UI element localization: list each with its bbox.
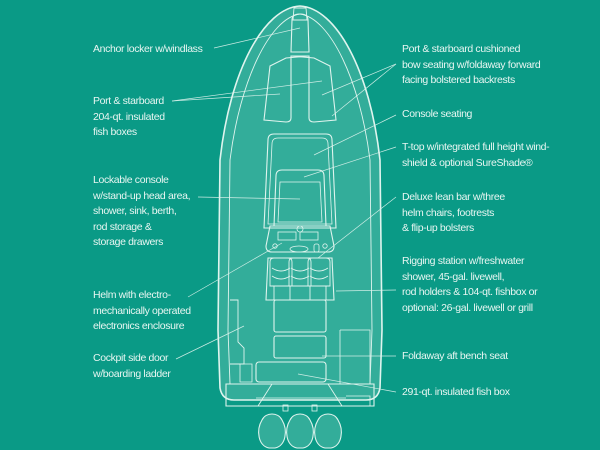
label-line: Anchor locker w/windlass [93, 43, 203, 55]
outboard-motor-icon [286, 413, 314, 449]
label-line: rod storage & [93, 220, 152, 233]
label-fish-boxes: Port & starboard 204-qt. insulated fish … [93, 94, 165, 141]
label-line: T-top w/integrated full height wind- [402, 141, 550, 153]
label-line: Helm with electro- [93, 289, 171, 301]
label-line: Deluxe lean bar w/three [402, 191, 505, 203]
label-rigging-station: Rigging station w/freshwater shower, 45-… [402, 254, 538, 316]
label-line: electronics enclosure [93, 320, 185, 332]
label-anchor-locker: Anchor locker w/windlass [93, 42, 203, 58]
label-line: storage drawers [93, 236, 164, 248]
label-line: mechanically operated [93, 304, 191, 317]
label-line: 291-qt. insulated fish box [402, 386, 510, 398]
label-line: w/boarding ladder [93, 367, 171, 380]
label-line: shower, sink, berth, [93, 205, 177, 217]
label-line: Foldaway aft bench seat [402, 350, 508, 362]
label-aft-bench: Foldaway aft bench seat [402, 349, 508, 365]
label-line: shower, 45-gal. livewell, [402, 270, 505, 283]
label-line: Console seating [402, 108, 473, 120]
label-line: rod holders & 104-qt. fishbox or [402, 286, 538, 298]
label-line: facing bolstered backrests [402, 74, 515, 86]
label-line: optional: 26-gal. livewell or grill [402, 301, 533, 314]
label-line: bow seating w/foldaway forward [402, 58, 541, 71]
label-line: fish boxes [93, 126, 137, 138]
label-line: Rigging station w/freshwater [402, 255, 525, 267]
outboard-motor-icon [258, 413, 286, 449]
label-line: Cockpit side door [93, 352, 169, 364]
label-bow-seating: Port & starboard cushioned bow seating w… [402, 42, 541, 89]
label-lean-bar: Deluxe lean bar w/three helm chairs, foo… [402, 190, 505, 237]
label-line: w/stand-up head area, [93, 189, 191, 202]
label-t-top: T-top w/integrated full height wind- shi… [402, 140, 550, 171]
label-line: Lockable console [93, 174, 169, 186]
label-line: & flip-up bolsters [402, 222, 474, 234]
label-console-seating: Console seating [402, 107, 472, 123]
label-line: helm chairs, footrests [402, 206, 495, 219]
label-lockable-console: Lockable console w/stand-up head area, s… [93, 173, 190, 251]
label-cockpit-door: Cockpit side door w/boarding ladder [93, 351, 171, 382]
label-line: 204-qt. insulated [93, 110, 165, 123]
label-line: Port & starboard [93, 95, 164, 107]
label-fish-box-aft: 291-qt. insulated fish box [402, 385, 510, 401]
outboard-motor-icon [314, 413, 342, 449]
boat-hull-icon [217, 5, 383, 401]
label-helm: Helm with electro- mechanically operated… [93, 288, 191, 335]
label-line: Port & starboard cushioned [402, 43, 521, 55]
label-line: shield & optional SureShade® [402, 156, 533, 169]
